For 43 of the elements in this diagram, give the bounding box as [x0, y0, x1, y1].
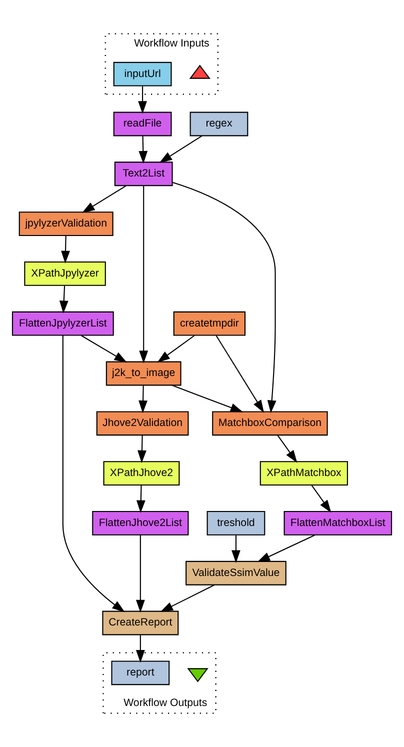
arrow [277, 435, 298, 463]
node-box: createtmpdir [173, 311, 246, 336]
node-box: XPathJhove2 [103, 461, 180, 486]
arrow [159, 135, 202, 163]
node-box: treshold [206, 511, 266, 536]
arrow [157, 335, 195, 363]
arrow [138, 136, 148, 164]
node-box: regex [190, 112, 248, 136]
arrow [139, 186, 148, 364]
arrow [82, 185, 126, 213]
arrow [138, 86, 147, 114]
node-box: jpylyzerValidation [18, 212, 114, 236]
node-box: XPathJpylyzer [24, 261, 106, 286]
arrow [80, 335, 128, 363]
arrow [136, 535, 145, 613]
node-box: j2k_to_image [106, 361, 182, 386]
arrow [61, 236, 70, 264]
arrow [59, 286, 68, 314]
node-box: readFile [113, 112, 172, 136]
arrow [138, 436, 146, 464]
arrow [62, 336, 125, 612]
node-box: Jhove2Validation [96, 411, 189, 436]
arrow [136, 485, 146, 514]
node-box: FlattenJpylyzerList [12, 311, 114, 336]
node-box: CreateReport [102, 610, 179, 636]
arrow [138, 386, 148, 414]
arrow [311, 485, 332, 513]
node-box: FlattenMatchboxList [284, 511, 392, 536]
node-box: Text2List [114, 162, 173, 186]
arrow [172, 384, 244, 412]
node-box: FlattenJhove2List [92, 511, 189, 536]
arrow [232, 535, 240, 563]
node-box: XPathMatchbox [260, 461, 348, 486]
node-box: inputUrl [113, 62, 172, 86]
arrow [257, 534, 315, 562]
arrow [160, 584, 215, 612]
node-triangle [189, 64, 210, 79]
node-box: MatchboxComparison [212, 411, 328, 436]
node-box: report [111, 660, 170, 686]
node-triangle [187, 668, 208, 682]
arrow [136, 635, 145, 663]
node-box: ValidateSsimValue [186, 560, 286, 586]
arrow [216, 335, 264, 413]
